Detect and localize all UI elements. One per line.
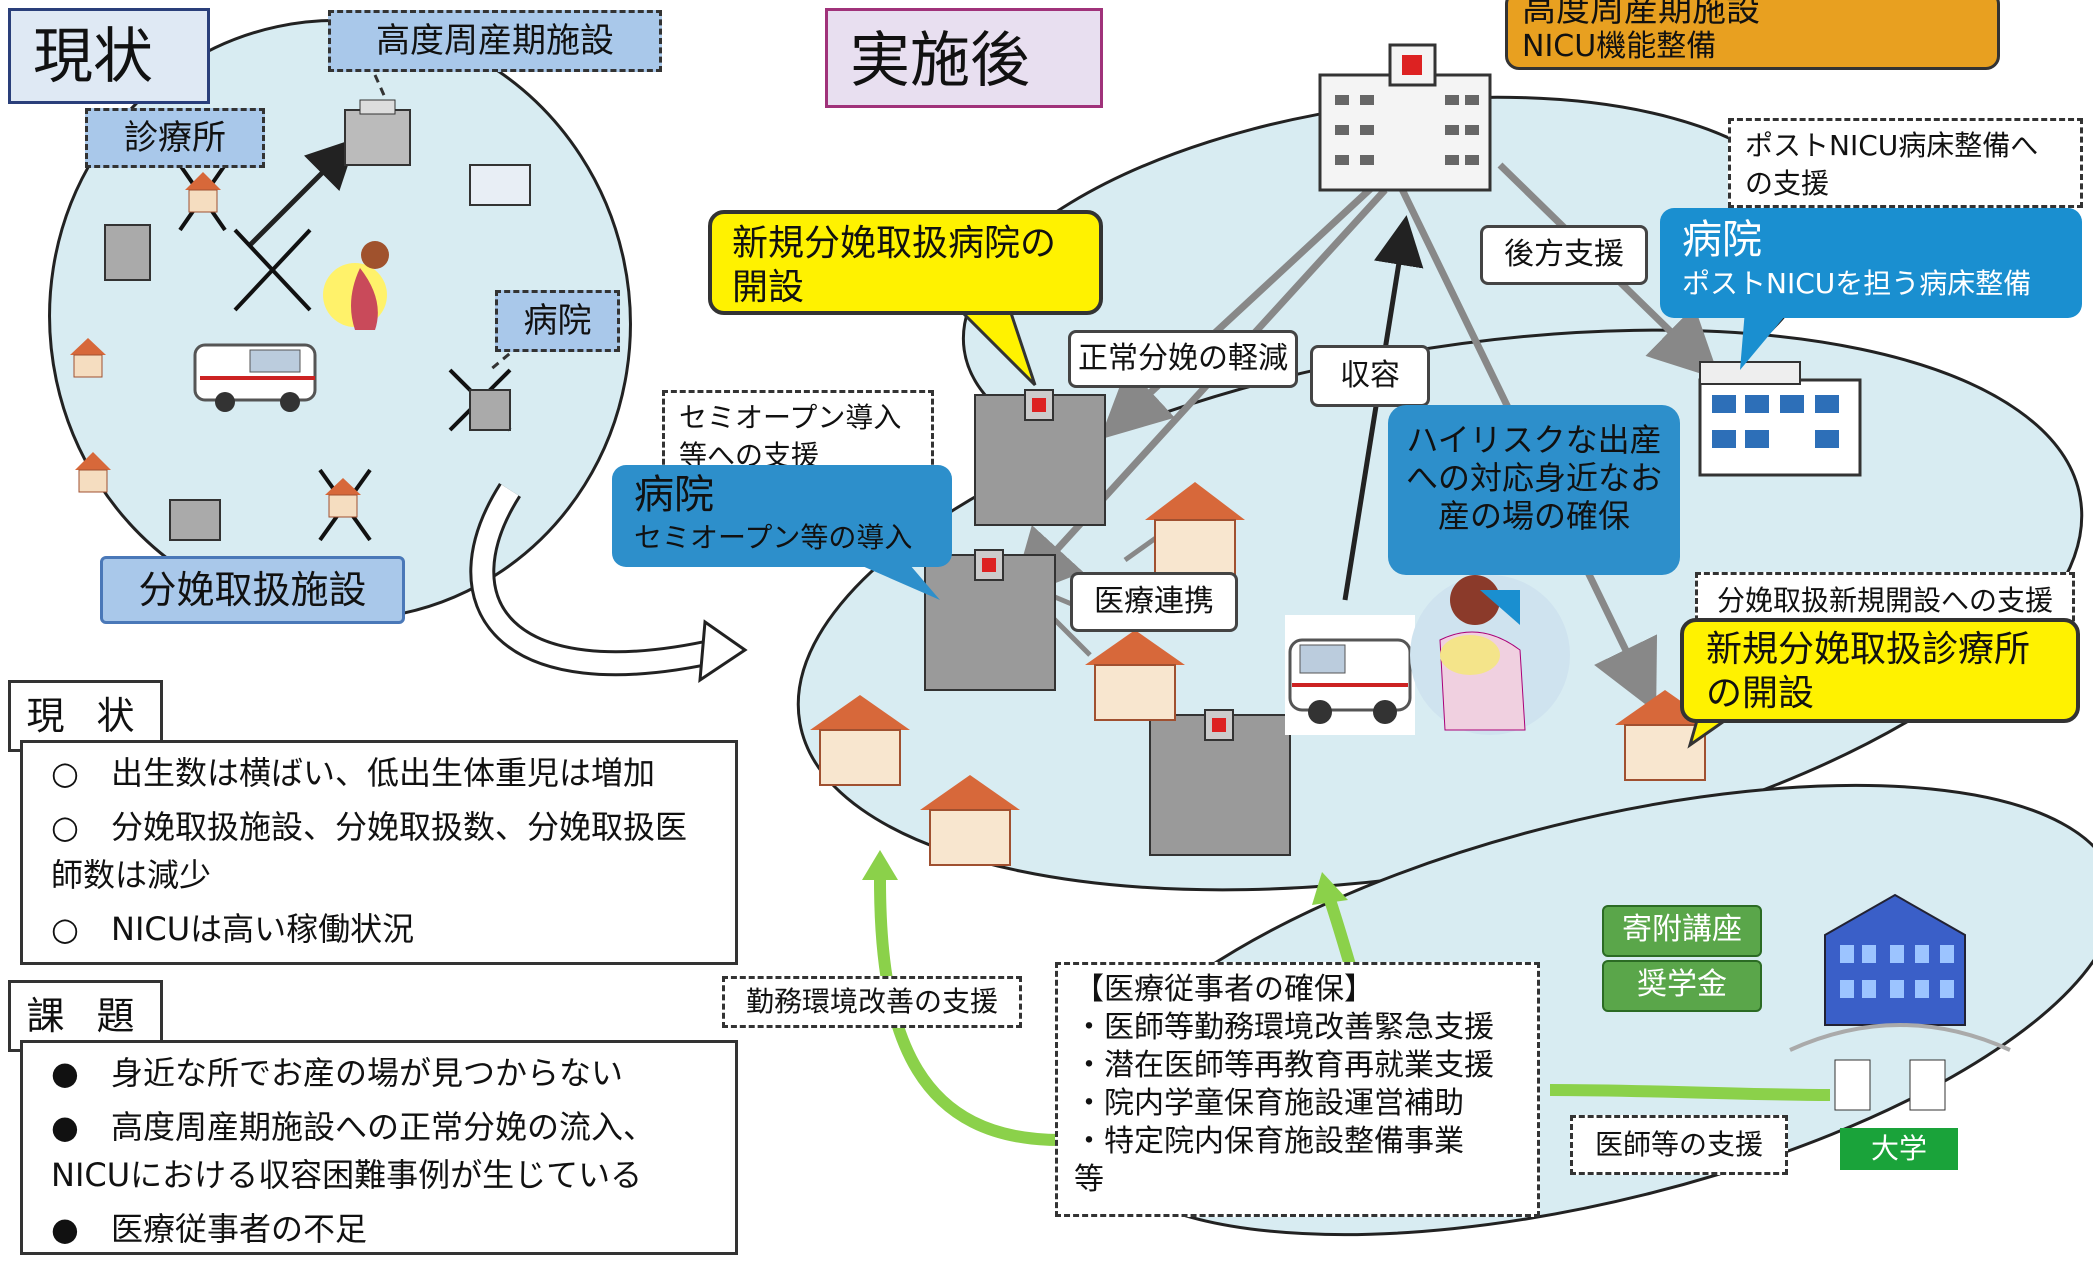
medical-cooperation-label: 医療連携 [1070, 572, 1238, 632]
hospital-towers [924, 389, 1291, 856]
left-pregnant-woman [323, 241, 389, 330]
tag-hospital: 病院 [495, 290, 620, 352]
transition-arrow-head [698, 619, 748, 683]
issue-item: ●身近な所でお産の場が見つからない [51, 1054, 624, 1092]
staff-item: 等 [1074, 1162, 1104, 1197]
left-ambulance [193, 343, 317, 412]
status-item: ○NICUは高い稼働状況 [51, 910, 415, 948]
hospital-left-pointer [860, 565, 940, 600]
high-facility-building [1318, 43, 1492, 192]
university-building [1789, 893, 2011, 1111]
new-clinic-box: 新規分娩取扱診療所の開設 [1680, 618, 2080, 723]
tag-high-facility: 高度周産期施設 [328, 10, 662, 72]
current-title: 現状 [8, 8, 210, 104]
status-box: ○出生数は横ばい、低出生体重児は増加 ○分娩取扱施設、分娩取扱数、分娩取扱医師数… [20, 740, 738, 965]
right-ambulance [1285, 615, 1415, 735]
hospital-left-sub: セミオープン等の導入 [634, 521, 913, 554]
post-nicu-hospital-building [1698, 361, 1862, 477]
high-facility-box: 高度周産期施設 NICU機能整備 [1505, 0, 2000, 70]
status-item: ○分娩取扱施設、分娩取扱数、分娩取扱医師数は減少 [51, 808, 688, 894]
doctor-support-box: 医師等の支援 [1570, 1115, 1788, 1175]
issues-box: ●身近な所でお産の場が見つからない ●高度周産期施設への正常分娩の流入、NICU… [20, 1040, 738, 1255]
staff-item: ・潜在医師等再教育再就業支援 [1074, 1048, 1494, 1083]
staff-item: ・特定院内保育施設整備事業 [1074, 1124, 1464, 1159]
hospital-left-box: 病院 セミオープン等の導入 [612, 465, 952, 567]
issue-item: ●医療従事者の不足 [51, 1210, 368, 1248]
left-buildings [70, 99, 531, 541]
post-nicu-support-box: ポストNICU病床整備への支援 [1728, 118, 2083, 208]
hospital-right-sub: ポストNICUを担う病床整備 [1682, 267, 2032, 300]
scholarship-label: 奨学金 [1602, 960, 1762, 1012]
delivery-facility-label: 分娩取扱施設 [100, 556, 405, 624]
high-facility-box-title: 高度周産期施設 [1522, 0, 1760, 30]
mother-with-baby [1410, 575, 1570, 735]
donated-course-label: 寄附講座 [1602, 905, 1762, 957]
high-facility-box-sub: NICU機能整備 [1522, 29, 1717, 64]
green-arrow-head-mid [1312, 872, 1348, 905]
university-label: 大学 [1840, 1128, 1958, 1170]
new-hospital-box: 新規分娩取扱病院の開設 [708, 210, 1103, 315]
staff-item: ・医師等勤務環境改善緊急支援 [1074, 1010, 1494, 1045]
highrisk-pointer [1480, 590, 1520, 625]
staff-securing-box: 【医療従事者の確保】 ・医師等勤務環境改善緊急支援 ・潜在医師等再教育再就業支援… [1055, 962, 1540, 1217]
hospital-right-pointer [1740, 310, 1790, 370]
green-arrow-head-left [862, 850, 898, 880]
staff-item: ・院内学童保育施設運営補助 [1074, 1086, 1464, 1121]
accept-label: 収容 [1310, 345, 1430, 407]
staff-securing-title: 【医療従事者の確保】 [1074, 972, 1374, 1007]
normal-delivery-label: 正常分娩の軽減 [1068, 330, 1298, 388]
hospital-left-title: 病院 [634, 472, 714, 518]
hospital-right-box: 病院 ポストNICUを担う病床整備 [1660, 208, 2082, 318]
tag-clinic: 診療所 [85, 108, 265, 168]
work-env-support-box: 勤務環境改善の支援 [722, 976, 1022, 1028]
status-item: ○出生数は横ばい、低出生体重児は増加 [51, 754, 656, 792]
backup-support-label: 後方支援 [1480, 225, 1648, 285]
issue-item: ●高度周産期施設への正常分娩の流入、NICUにおける収容困難事例が生じている [51, 1108, 656, 1194]
highrisk-box: ハイリスクな出産への対応身近なお産の場の確保 [1388, 405, 1680, 575]
right-houses [810, 482, 1715, 866]
after-title: 実施後 [825, 8, 1103, 108]
hospital-right-title: 病院 [1682, 217, 1762, 263]
